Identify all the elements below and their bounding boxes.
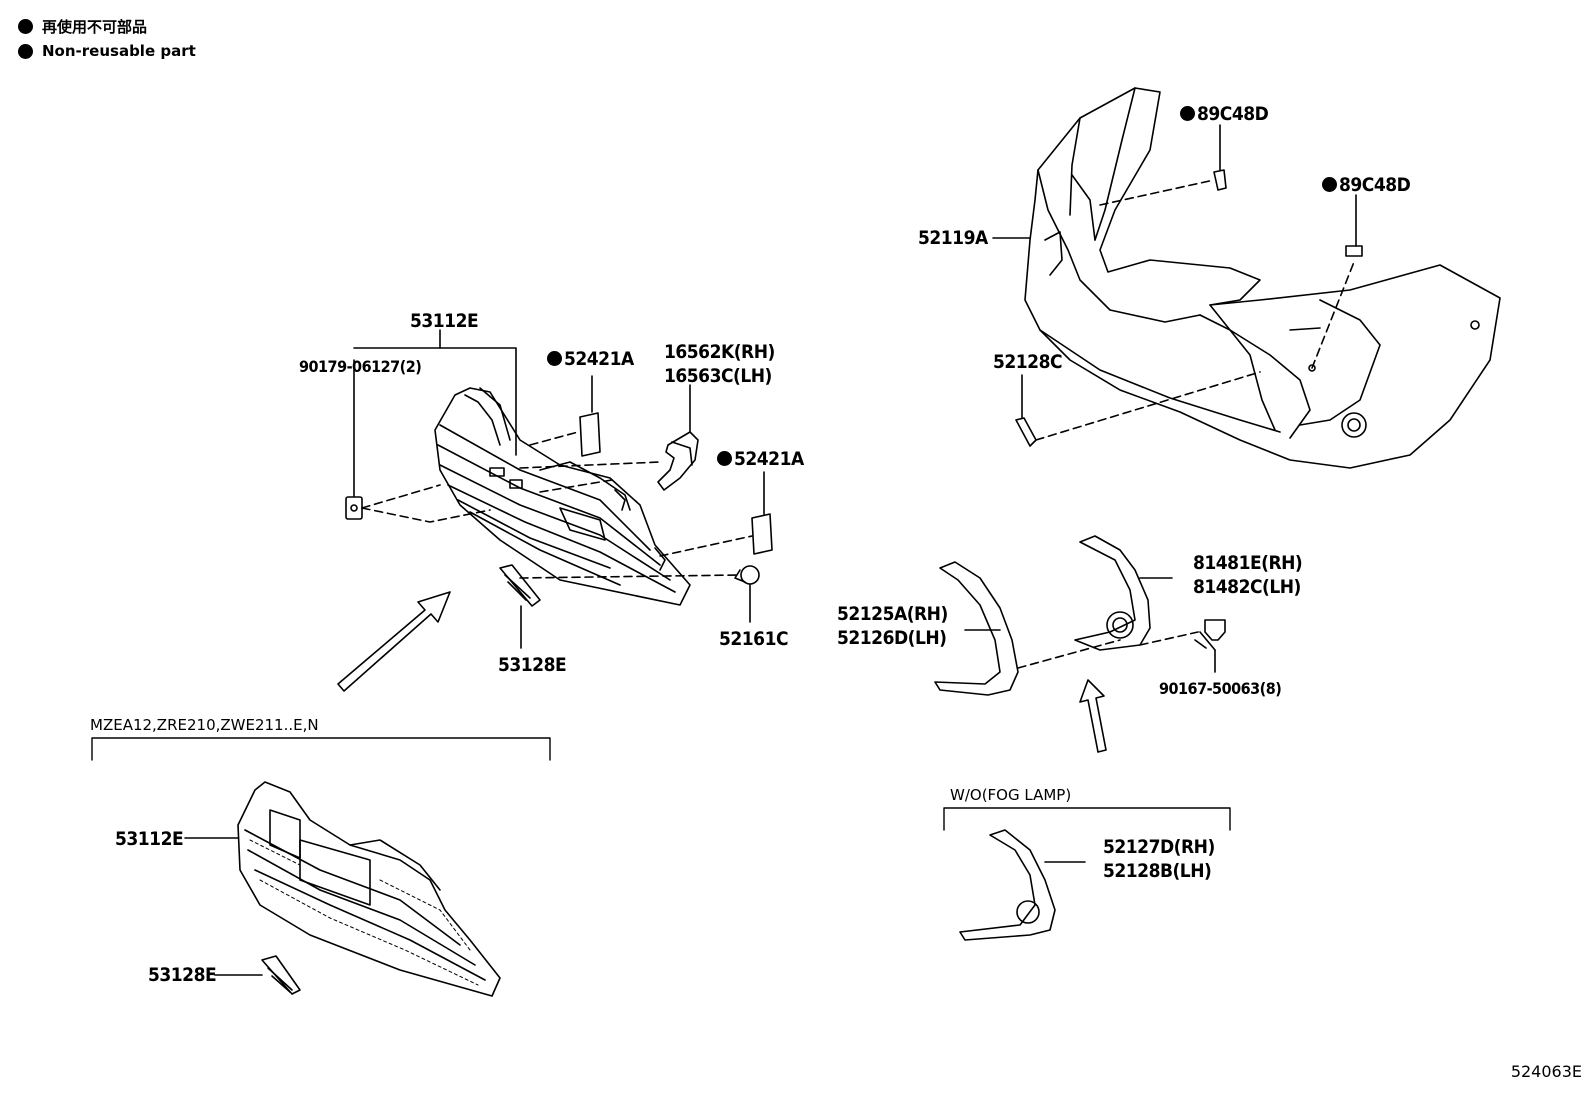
variant-label-lower-grille: MZEA12,ZRE210,ZWE211..E,N <box>90 716 319 734</box>
grille-alt-drawing <box>237 781 501 997</box>
figure-number: 524063E <box>1510 1062 1582 1081</box>
label-fog-cover-lh[interactable]: 81482C(LH) <box>1193 576 1301 598</box>
retainer-side-drawing <box>751 513 773 555</box>
label-bracket-rh[interactable]: 16562K(RH) <box>664 341 775 363</box>
label-moulding-rh[interactable]: 52125A(RH) <box>837 603 948 625</box>
legend-jp-text: 再使用不可部品 <box>42 18 148 36</box>
label-sensor-bracket-2[interactable]: 89C48D <box>1322 176 1411 195</box>
view-arrow-icon <box>1079 679 1107 753</box>
bumper-insert-drawing <box>1015 417 1037 447</box>
insert-drawing <box>499 564 541 607</box>
non-reusable-dot-icon <box>547 351 562 366</box>
bolt-drawing <box>1204 619 1226 641</box>
non-reusable-dot-icon <box>1322 177 1337 192</box>
label-sensor-bracket-1[interactable]: 89C48D <box>1180 105 1269 124</box>
legend-row-en: Non-reusable part <box>18 42 196 60</box>
fog-cover-drawing <box>1074 535 1151 651</box>
label-bumper-cover[interactable]: 52119A <box>918 227 988 249</box>
view-arrow-icon <box>337 591 451 692</box>
bracket-drawing <box>657 431 699 491</box>
clip-drawing <box>740 565 760 585</box>
retainer-top-drawing <box>579 412 601 457</box>
label-grille-alt[interactable]: 53112E <box>115 828 184 850</box>
label-screw[interactable]: 90179-06127(2) <box>299 357 422 376</box>
non-reusable-dot-icon <box>18 19 33 34</box>
sensor-bracket-drawing <box>1213 169 1227 191</box>
non-reusable-dot-icon <box>717 451 732 466</box>
non-reusable-dot-icon <box>1180 106 1195 121</box>
variant-label-fog: W/O(FOG LAMP) <box>950 786 1072 804</box>
label-fog-cover-rh[interactable]: 81481E(RH) <box>1193 552 1303 574</box>
label-retainer-side[interactable]: 52421A <box>717 450 804 469</box>
label-moulding-lh[interactable]: 52126D(LH) <box>837 627 947 649</box>
label-bumper-insert[interactable]: 52128C <box>993 351 1063 373</box>
label-grille-main[interactable]: 53112E <box>410 310 479 332</box>
fog-cover-alt-drawing <box>959 829 1056 941</box>
label-bracket-lh[interactable]: 16563C(LH) <box>664 365 772 387</box>
sensor-bracket-drawing <box>1345 245 1363 257</box>
bumper-cover-drawing <box>1024 87 1501 469</box>
legend-en-text: Non-reusable part <box>42 42 196 60</box>
label-fog-cover-alt-lh[interactable]: 52128B(LH) <box>1103 860 1212 882</box>
grille-drawing <box>434 387 691 606</box>
label-insert-lower[interactable]: 53128E <box>498 654 567 676</box>
label-clip[interactable]: 52161C <box>719 628 789 650</box>
legend-row-jp: 再使用不可部品 <box>18 16 147 37</box>
insert-alt-drawing <box>261 955 301 995</box>
label-bolt[interactable]: 90167-50063(8) <box>1159 679 1282 698</box>
label-fog-cover-alt-rh[interactable]: 52127D(RH) <box>1103 836 1215 858</box>
screw-drawing <box>345 496 363 520</box>
label-insert-alt[interactable]: 53128E <box>148 964 217 986</box>
moulding-drawing <box>934 561 1019 696</box>
non-reusable-dot-icon <box>18 43 33 59</box>
label-retainer-top[interactable]: 52421A <box>547 350 634 369</box>
